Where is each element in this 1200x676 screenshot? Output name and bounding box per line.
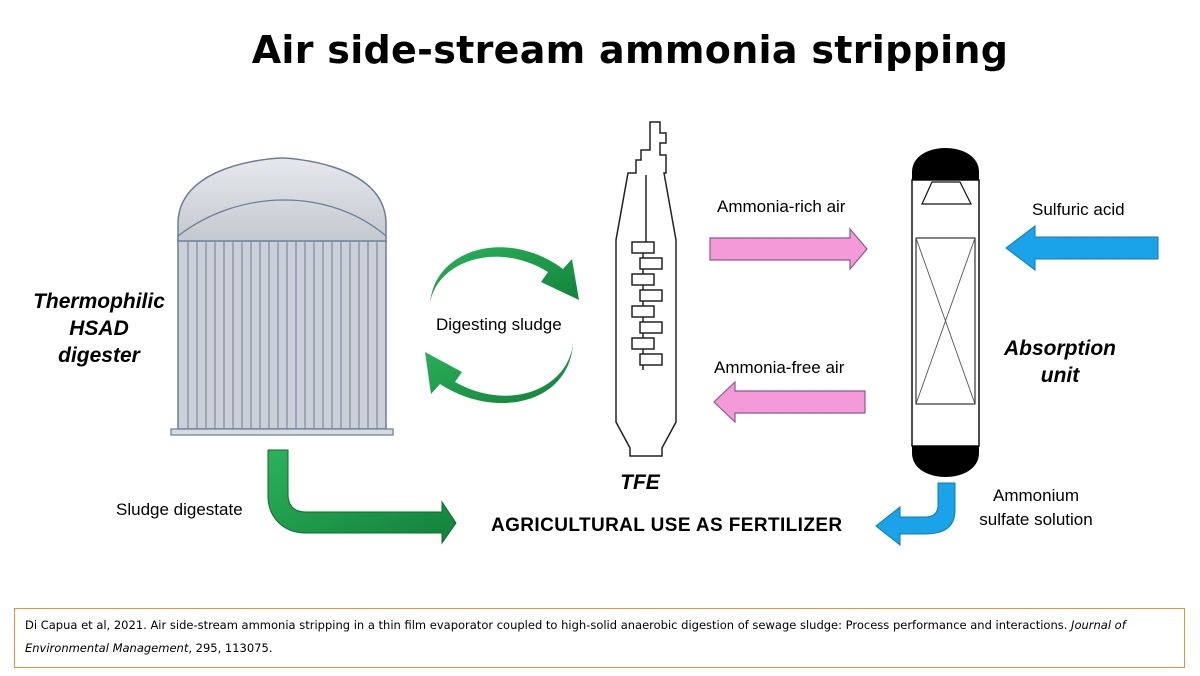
citation-text: Di Capua et al, 2021. Air side-stream am… [25,618,1068,632]
absorption-label-line: Absorption [1004,337,1116,360]
digester-body [177,240,387,430]
ammonium-label-line: Ammonium [993,486,1079,505]
digester-ribs [187,242,378,428]
citation-box: Di Capua et al, 2021. Air side-stream am… [14,608,1185,668]
page-title: Air side-stream ammonia stripping [251,28,1009,72]
ammonium-label-line: sulfate solution [979,510,1093,529]
ammonia-rich-air-arrow [709,227,868,271]
air-arrows [709,227,868,424]
digesting-sludge-label: Digesting sludge [436,315,562,334]
digester-inner-dome [177,199,387,237]
column-top-cap [912,148,979,180]
column-packing [915,237,976,405]
sulfuric-acid-label: Sulfuric acid [1032,200,1125,219]
absorption-label-line: unit [1040,364,1080,387]
tfe-block [631,241,655,254]
recirculation-arrows [425,247,579,404]
absorption-unit-label: Absorption unit [990,335,1130,389]
tfe-evaporator [615,121,677,457]
ammonia-free-air-arrow [713,380,866,424]
tfe-blocks [631,241,663,370]
column-body [911,179,980,447]
digester-label-line: digester [58,344,140,367]
fertilizer-label: AGRICULTURAL USE AS FERTILIZER [491,515,843,536]
ammonium-sulfate-arrow [875,482,956,547]
digester-label: Thermophilic HSAD digester [14,288,184,369]
tfe-block [631,305,655,318]
citation-details: , 295, 113075. [188,641,273,655]
sludge-digestate-arrow [267,449,457,545]
blue-arrows [875,224,1159,547]
ammonium-sulfate-label: Ammonium sulfate solution [966,484,1106,532]
tfe-block [639,257,663,270]
tfe-block [639,353,663,366]
ammonia-rich-air-label: Ammonia-rich air [717,197,846,216]
column-packing-diag-2 [915,237,976,405]
sludge-digestate-label: Sludge digestate [116,500,243,519]
sulfuric-acid-arrow [1005,224,1159,272]
digester-label-line: Thermophilic [33,290,165,313]
absorption-column [911,148,980,477]
tfe-block [639,289,663,302]
recirculation-arrow-bottom [425,344,573,404]
citation-journal: Journal of Environmental Management [25,618,1126,655]
tfe-body [615,121,677,457]
digester-base [170,428,394,436]
tfe-label: TFE [620,471,660,494]
tfe-block [631,273,655,286]
recirculation-arrow-top [430,247,579,304]
digester-tank [170,157,394,436]
column-distributor [921,181,972,205]
tfe-block [639,321,663,334]
column-bottom-cap [912,446,979,477]
ammonia-free-air-label: Ammonia-free air [714,358,845,377]
digester-label-line: HSAD [69,317,129,340]
tfe-block [631,337,655,350]
